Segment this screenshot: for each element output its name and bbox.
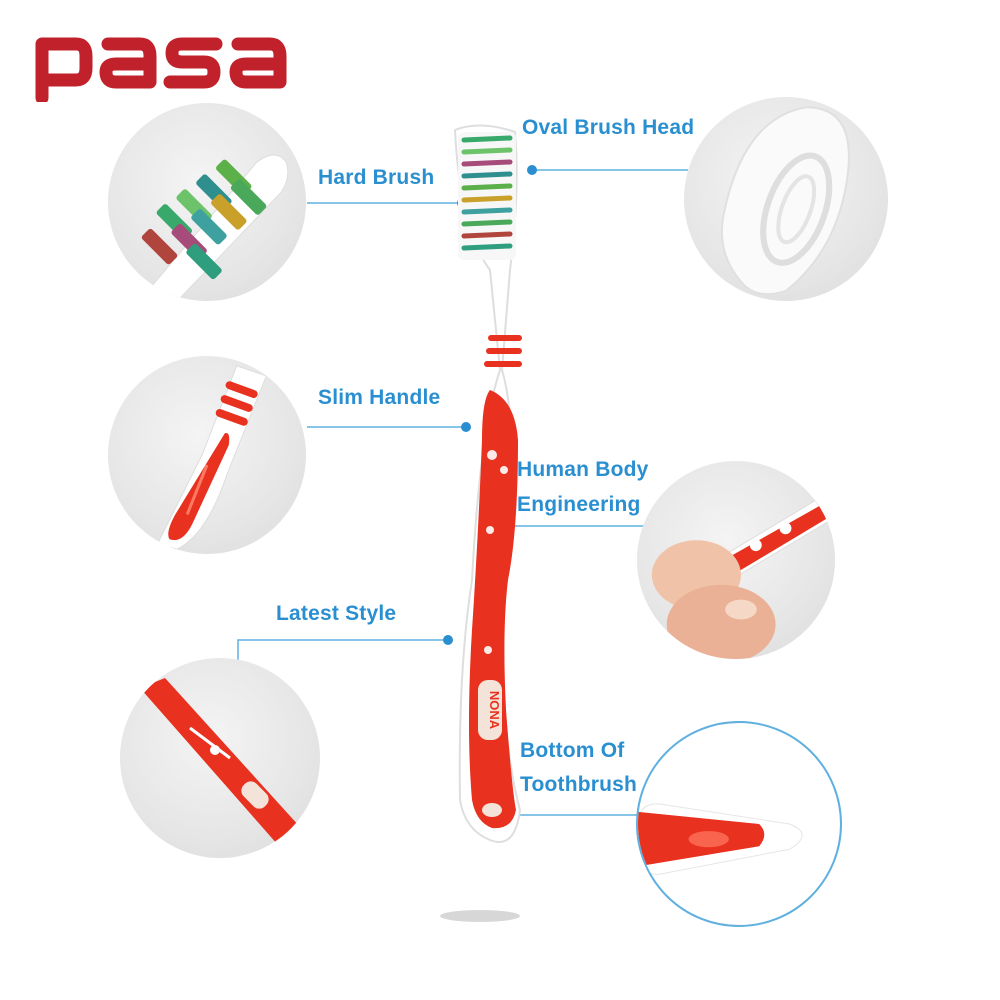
- bottom-circle: [636, 721, 842, 927]
- label-human-body: Human Body: [517, 458, 649, 481]
- label-slim-handle: Slim Handle: [318, 386, 441, 409]
- label-hard-brush: Hard Brush: [318, 166, 435, 189]
- label-oval-brush-head: Oval Brush Head: [522, 116, 695, 139]
- marker-slim-handle: [461, 422, 471, 432]
- label-bottom-of: Bottom Of: [520, 739, 625, 762]
- bristles-closeup-circle: [108, 103, 306, 301]
- toothbrush-product: NONA: [420, 110, 580, 930]
- marker-latest-style: [443, 635, 453, 645]
- human-body-engineering-circle: [637, 461, 835, 659]
- handle-brand-text: NONA: [487, 691, 502, 730]
- latest-style-circle: [120, 658, 320, 858]
- label-latest-style: Latest Style: [276, 602, 397, 625]
- brand-logo: pasa: [28, 22, 288, 105]
- marker-oval-head: [527, 165, 537, 175]
- oval-head-circle: [684, 97, 888, 301]
- label-toothbrush: Toothbrush: [520, 773, 638, 796]
- logo-graphic: [35, 37, 287, 105]
- slim-handle-circle: [108, 356, 306, 554]
- connector-latest-style: [237, 639, 448, 668]
- label-engineering: Engineering: [517, 493, 641, 516]
